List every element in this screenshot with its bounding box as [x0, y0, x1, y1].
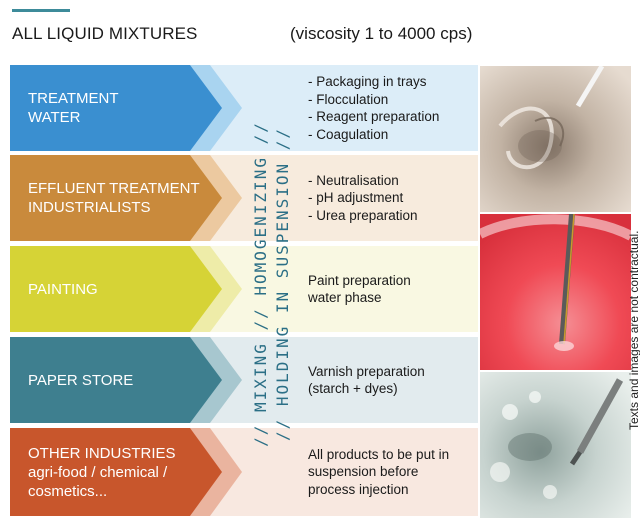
row-label: PAPER STORE	[28, 337, 218, 423]
vertical-text-line-2: // HOLDING IN SUSPENSION //	[273, 126, 292, 442]
label-line: WATER	[28, 109, 81, 126]
row-label: PAINTING	[28, 246, 218, 332]
desc-line: - Packaging in trays	[308, 74, 427, 89]
row-description: - Packaging in trays - Flocculation - Re…	[308, 65, 476, 151]
desc-line: - Neutralisation	[308, 172, 399, 188]
desc-line: - Urea preparation	[308, 207, 418, 223]
row-effluent-treatment: EFFLUENT TREATMENT INDUSTRIALISTS - Neut…	[10, 155, 478, 241]
desc-line: water phase	[308, 290, 382, 305]
arrow-shape	[10, 65, 222, 151]
arrow-shape	[10, 246, 222, 332]
row-painting: PAINTING Paint preparation water phase	[10, 246, 478, 332]
label-line: OTHER INDUSTRIES	[28, 444, 176, 462]
row-paper-store: PAPER STORE Varnish preparation (starch …	[10, 337, 478, 423]
disclaimer-text: Texts and images are not contractual.	[627, 230, 640, 430]
label-line: cosmetics...	[28, 482, 108, 500]
label-line: agri-food / chemical /	[28, 463, 168, 481]
row-description: All products to be put in suspension bef…	[308, 428, 476, 516]
desc-line: - Coagulation	[308, 126, 389, 142]
row-other-industries: OTHER INDUSTRIES agri-food / chemical / …	[10, 428, 478, 516]
arrow-shape	[10, 428, 222, 516]
desc-line: - Flocculation	[308, 91, 389, 107]
label-line: EFFLUENT TREATMENT	[28, 180, 200, 197]
label-line: INDUSTRIALISTS	[28, 199, 151, 216]
desc-line: (starch + dyes)	[308, 381, 398, 396]
label-line: PAPER STORE	[28, 371, 134, 389]
row-description: Varnish preparation (starch + dyes)	[308, 337, 476, 423]
desc-line: Paint preparation	[308, 272, 411, 288]
desc-line: Varnish preparation	[308, 363, 425, 379]
desc-line: process injection	[308, 481, 409, 497]
row-label: TREATMENT WATER	[28, 65, 218, 151]
title-accent-line	[12, 9, 70, 12]
desc-line: suspension before	[308, 464, 419, 480]
row-description: Paint preparation water phase	[308, 246, 476, 332]
label-line: TREATMENT	[28, 90, 119, 107]
viscosity-subtitle: (viscosity 1 to 4000 cps)	[290, 24, 473, 43]
row-description: - Neutralisation - pH adjustment - Urea …	[308, 155, 476, 241]
photo-suspension-mixing	[480, 372, 631, 518]
vertical-text-line-1: // MIXING // HOMOGENIZING //	[251, 121, 270, 447]
photo-flocculation	[480, 66, 631, 212]
row-label: EFFLUENT TREATMENT INDUSTRIALISTS	[28, 155, 218, 241]
page-title: ALL LIQUID MIXTURES	[12, 24, 198, 43]
arrow-shape	[10, 155, 222, 241]
photo-red-paint-mixing	[480, 214, 631, 370]
desc-line: - Reagent preparation	[308, 109, 440, 124]
arrow-shape	[10, 337, 222, 423]
row-label: OTHER INDUSTRIES agri-food / chemical / …	[28, 428, 218, 516]
desc-line: All products to be put in	[308, 446, 450, 462]
row-treatment-water: TREATMENT WATER - Packaging in trays - F…	[10, 65, 478, 151]
label-line: PAINTING	[28, 280, 98, 298]
desc-line: - pH adjustment	[308, 190, 404, 206]
